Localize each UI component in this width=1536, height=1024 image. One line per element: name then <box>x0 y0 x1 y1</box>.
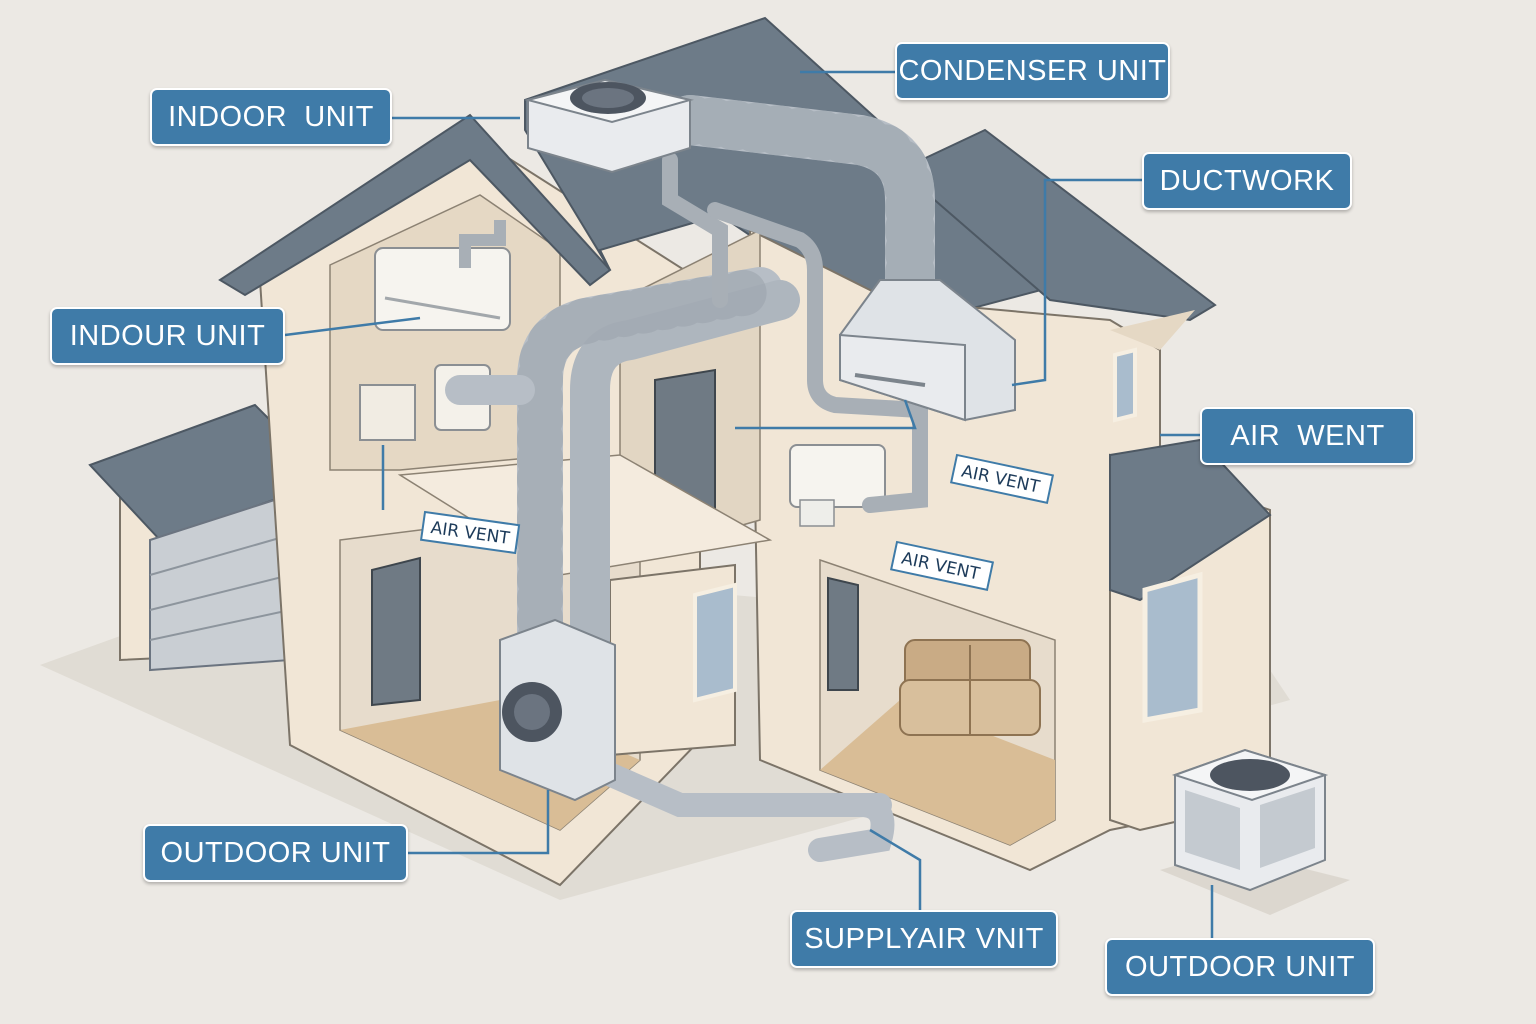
sofa-icon <box>899 639 1041 736</box>
callout-air-went: AIR WENT <box>1200 407 1415 465</box>
callout-supply-air-unit: SUPPLYAIR VNIT <box>790 910 1058 968</box>
callout-indoor-unit: INDOOR UNIT <box>150 88 392 146</box>
wall-vent-grille <box>359 384 416 441</box>
callout-label: CONDENSER UNIT <box>898 54 1167 87</box>
wall-indoor-unit-lower <box>789 444 886 527</box>
fan-icon <box>1210 759 1290 791</box>
callout-condenser-unit: CONDENSER UNIT <box>895 42 1170 100</box>
ductwork-pipes <box>445 95 935 862</box>
right-wing <box>748 228 1272 872</box>
window-icon <box>1142 571 1203 723</box>
leader-lines <box>284 70 1214 940</box>
callout-label: INDOUR UNIT <box>69 319 266 352</box>
callout-label: DUCTWORK <box>1159 164 1335 197</box>
door-icon <box>371 556 421 707</box>
callout-label: OUTDOOR UNIT <box>160 836 391 869</box>
rooftop-unit <box>524 78 694 174</box>
callout-outdoor-unit-left: OUTDOOR UNIT <box>143 824 408 882</box>
callout-label: AIR WENT <box>1230 419 1385 452</box>
callout-indour-unit: INDOUR UNIT <box>50 307 285 365</box>
wall-indoor-unit-upper <box>374 220 511 331</box>
air-handler <box>839 279 1016 422</box>
outdoor-unit-attached <box>499 618 616 802</box>
callout-label: SUPPLYAIR VNIT <box>804 922 1044 955</box>
callout-outdoor-unit-right: OUTDOOR UNIT <box>1105 938 1375 996</box>
outdoor-unit-standalone <box>1171 748 1329 892</box>
callout-label: INDOOR UNIT <box>168 100 374 133</box>
callout-ductwork: DUCTWORK <box>1142 152 1352 210</box>
callout-label: OUTDOOR UNIT <box>1125 950 1355 983</box>
